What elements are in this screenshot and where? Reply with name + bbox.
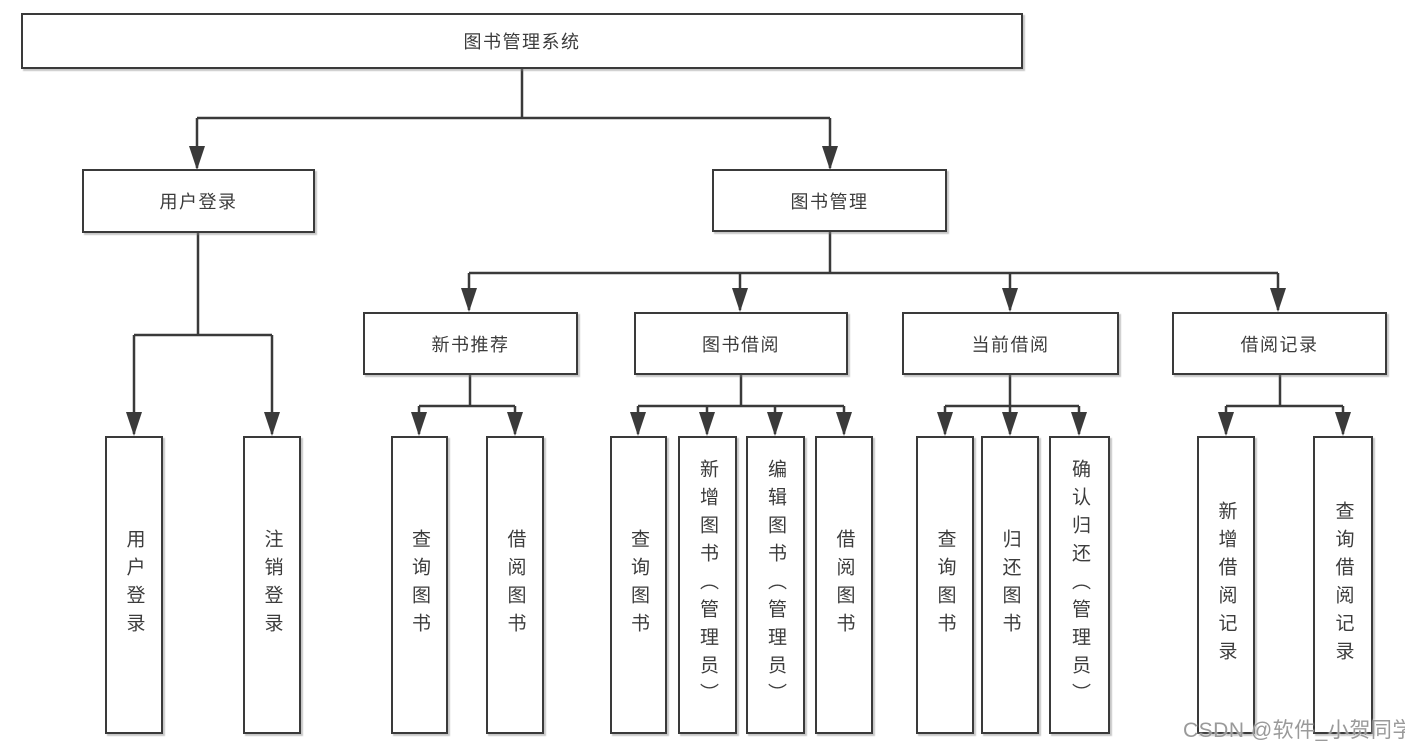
- node-label: 图书借阅: [702, 334, 780, 355]
- node-label: 图书管理: [790, 191, 869, 212]
- leaf-borrowing-query-books: 查询图书: [610, 436, 667, 734]
- leaf-label: 借阅图书: [504, 529, 526, 641]
- leaf-current-query-books: 查询图书: [916, 436, 974, 734]
- leaf-label: 归还图书: [999, 529, 1021, 641]
- node-library-management-system: 图书管理系统: [21, 13, 1023, 69]
- leaf-recommend-borrow-books: 借阅图书: [486, 436, 544, 734]
- node-label: 借阅记录: [1240, 334, 1319, 355]
- node-borrowing-records: 借阅记录: [1172, 312, 1387, 375]
- leaf-label: 注销登录: [261, 529, 283, 641]
- csdn-watermark: CSDN @软件_小贺同学: [1183, 719, 1405, 742]
- leaf-label: 查询图书: [409, 529, 430, 641]
- node-user-login: 用户登录: [82, 169, 315, 233]
- node-label: 图书管理系统: [463, 32, 581, 52]
- node-label: 用户登录: [159, 192, 238, 212]
- leaf-label: 查询图书: [934, 529, 956, 641]
- leaf-records-query-record: 查询借阅记录: [1313, 436, 1373, 734]
- leaf-label: 查询借阅记录: [1332, 501, 1354, 669]
- leaf-recommend-query-books: 查询图书: [391, 436, 448, 734]
- leaf-current-confirm-return-admin: 确认归还（管理员）: [1049, 436, 1110, 734]
- leaf-records-add-record: 新增借阅记录: [1197, 436, 1255, 734]
- leaf-current-return-books: 归还图书: [981, 436, 1039, 734]
- leaf-label: 确认归还（管理员）: [1069, 459, 1090, 711]
- leaf-logout: 注销登录: [243, 436, 301, 734]
- leaf-borrowing-add-books-admin: 新增图书（管理员）: [678, 436, 737, 734]
- leaf-label: 用户登录: [123, 529, 145, 641]
- node-label: 新书推荐: [431, 334, 510, 355]
- leaf-label: 新增借阅记录: [1215, 501, 1237, 669]
- node-new-book-recommend: 新书推荐: [363, 312, 578, 375]
- node-book-management: 图书管理: [712, 169, 947, 232]
- leaf-label: 查询图书: [628, 529, 649, 641]
- leaf-label: 编辑图书（管理员）: [765, 459, 786, 711]
- node-book-borrowing: 图书借阅: [634, 312, 848, 375]
- node-label: 当前借阅: [971, 334, 1050, 355]
- leaf-user-login: 用户登录: [105, 436, 163, 734]
- leaf-borrowing-borrow-books: 借阅图书: [815, 436, 873, 734]
- leaf-label: 借阅图书: [833, 529, 855, 641]
- leaf-borrowing-edit-books-admin: 编辑图书（管理员）: [746, 436, 805, 734]
- node-current-borrowing: 当前借阅: [902, 312, 1119, 375]
- leaf-label: 新增图书（管理员）: [697, 459, 718, 711]
